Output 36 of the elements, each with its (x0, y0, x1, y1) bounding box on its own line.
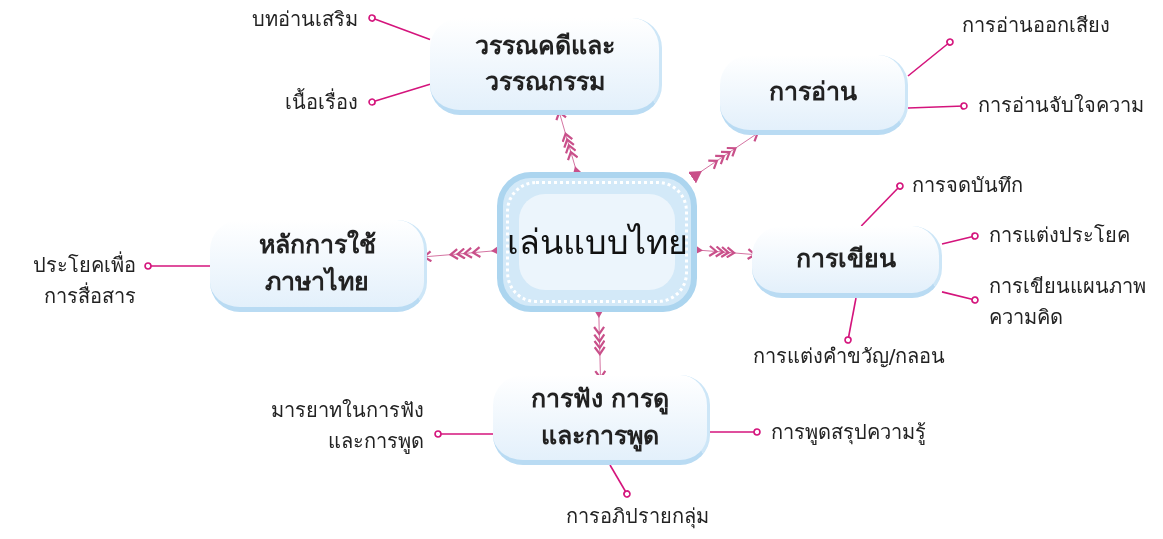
subtopic-label: การแต่งคำขวัญ/กลอน (736, 338, 962, 374)
leader-line (709, 428, 761, 436)
arrow (555, 114, 581, 173)
subtopic-label: ประโยคเพื่อการสื่อสาร (0, 248, 150, 314)
topic-box: หลักการใช้ภาษาไทย (210, 220, 427, 312)
subtopic-label: การเขียนแผนภาพความคิด (975, 266, 1163, 338)
leader-line (907, 38, 954, 77)
topic-text: เล่นแบบไทย (506, 221, 688, 264)
leader-line (941, 232, 979, 245)
subtopic-label: การแต่งประโยค (975, 218, 1160, 252)
arrow (593, 311, 606, 376)
leader-line (941, 291, 979, 304)
leader-line (144, 262, 211, 270)
arrow (426, 246, 498, 262)
subtopic-label: เนื้อเรื่อง (268, 86, 372, 118)
topic-box: การเขียน (752, 226, 942, 298)
subtopic-label: บทอ่านเสริม (220, 4, 372, 34)
topic-box: การอ่าน (720, 55, 908, 135)
leader-line (609, 464, 631, 498)
subtopic-label: การอ่านออกเสียง (948, 8, 1138, 42)
central-topic-box (497, 172, 697, 312)
leader-line (434, 430, 494, 438)
leader-line (844, 297, 857, 344)
subtopic-label: การอภิปรายกลุ่ม (546, 494, 728, 539)
leader-line (907, 102, 968, 110)
topic-box: การฟัง การดู และการพูด (493, 375, 710, 465)
arrow (689, 134, 758, 183)
arrow (696, 245, 753, 260)
subtopic-label: การจดบันทึก (898, 168, 1048, 202)
leader-line (368, 83, 431, 106)
topic-box: วรรณคดีและวรรณกรรม (430, 18, 662, 115)
subtopic-label: มารยาทในการฟังและการพูด (252, 390, 438, 462)
subtopic-label: การอ่านจับใจความ (964, 88, 1163, 122)
leader-line (368, 14, 431, 41)
leader-line (860, 182, 904, 227)
subtopic-label: การพูดสรุปความรู้ (757, 414, 957, 450)
